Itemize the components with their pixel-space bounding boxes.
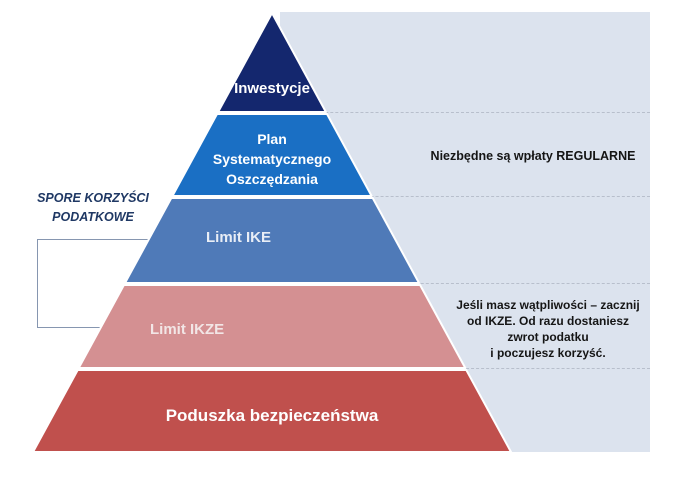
- pyramid-level-ikze: [77, 284, 467, 369]
- label-limit-ike: Limit IKE: [206, 229, 272, 246]
- tax-benefits-annotation: SPORE KORZYŚCI PODATKOWE: [37, 191, 149, 224]
- panel-divider: [280, 196, 650, 197]
- label-poduszka-bezpieczenstwa: Poduszka bezpieczeństwa: [165, 406, 379, 425]
- pyramid-level-inwestycje: [217, 12, 327, 113]
- note-start-with-ikze: Jeśli masz wątpliwości – zacznij od IKZE…: [456, 298, 640, 360]
- pyramid-level-poduszka: [32, 369, 512, 453]
- note-regular-payments: Niezbędne są wpłaty REGULARNE: [430, 149, 636, 163]
- pyramid-level-pso: [171, 113, 373, 197]
- label-inwestycje: Inwestycje: [234, 80, 310, 97]
- panel-divider: [280, 283, 650, 284]
- panel-divider: [280, 112, 650, 113]
- label-limit-ikze: Limit IKZE: [150, 321, 225, 338]
- label-plan-systematycznego-oszczedzania: Plan Systematycznego Oszczędzania: [212, 131, 332, 187]
- pyramid-level-ike: [124, 197, 420, 284]
